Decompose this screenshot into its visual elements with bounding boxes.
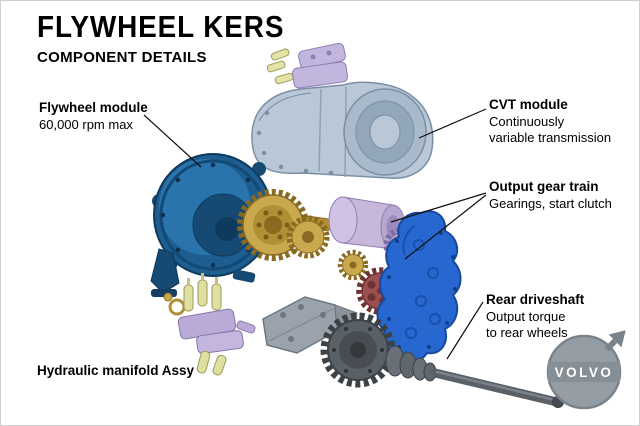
flywheel-label-desc: 60,000 rpm max bbox=[39, 116, 133, 132]
bracket-holes bbox=[280, 304, 326, 342]
flywheel-rim-bolts bbox=[160, 162, 266, 268]
driveshaft-label-title: Rear driveshaft bbox=[486, 292, 585, 307]
page-title: FLYWHEEL KERS bbox=[37, 9, 285, 44]
page-subtitle: COMPONENT DETAILS bbox=[37, 49, 207, 66]
cvt-label-title: CVT module bbox=[489, 97, 568, 112]
hydraulic-manifold bbox=[163, 273, 256, 376]
label-output-gear-train: Output gear train Gearings, start clutch bbox=[489, 178, 639, 212]
cv-joint-bolts bbox=[332, 327, 384, 373]
small-gold-gear bbox=[337, 249, 369, 281]
leader-driveshaft bbox=[446, 301, 484, 360]
housing-bolts bbox=[256, 110, 334, 176]
leader-flywheel bbox=[143, 114, 202, 168]
label-cvt-module: CVT module Continuously variable transmi… bbox=[489, 96, 639, 147]
leader-cvt bbox=[418, 108, 487, 139]
manifold-label-title: Hydraulic manifold Assy bbox=[37, 363, 195, 378]
label-rear-driveshaft: Rear driveshaft Output torque to rear wh… bbox=[486, 291, 606, 342]
output-gear-label-title: Output gear train bbox=[489, 179, 599, 194]
label-flywheel-module: Flywheel module 60,000 rpm max bbox=[39, 99, 148, 133]
leader-output-gear-1 bbox=[390, 192, 487, 223]
gear-bolts bbox=[256, 210, 290, 240]
leader-output-gear-2 bbox=[404, 194, 487, 260]
label-hydraulic-manifold: Hydraulic manifold Assy bbox=[37, 362, 194, 380]
flywheel-module bbox=[150, 153, 273, 297]
driveshaft-label-desc-line1: Output torque bbox=[486, 308, 566, 324]
output-gear-label-desc: Gearings, start clutch bbox=[489, 195, 612, 211]
cvt-label-desc-line1: Continuously bbox=[489, 113, 565, 129]
volvo-wordmark: VOLVO bbox=[555, 365, 614, 380]
leader-lines bbox=[143, 108, 487, 360]
volvo-band bbox=[548, 362, 620, 382]
volvo-arrow-icon bbox=[604, 330, 626, 352]
cover-bosses bbox=[405, 239, 441, 339]
driveshaft-label-desc-line2: to rear wheels bbox=[486, 325, 568, 341]
cvt-label-desc-line2: variable transmission bbox=[489, 130, 612, 146]
volvo-logo: VOLVO bbox=[546, 330, 626, 410]
flywheel-label-title: Flywheel module bbox=[39, 100, 148, 115]
top-valve-block bbox=[266, 42, 348, 89]
cvt-housing bbox=[251, 81, 434, 179]
title-block: FLYWHEEL KERS COMPONENT DETAILS bbox=[37, 9, 312, 66]
cvt-gear-cluster bbox=[237, 189, 332, 261]
rear-driveshaft bbox=[320, 312, 564, 408]
